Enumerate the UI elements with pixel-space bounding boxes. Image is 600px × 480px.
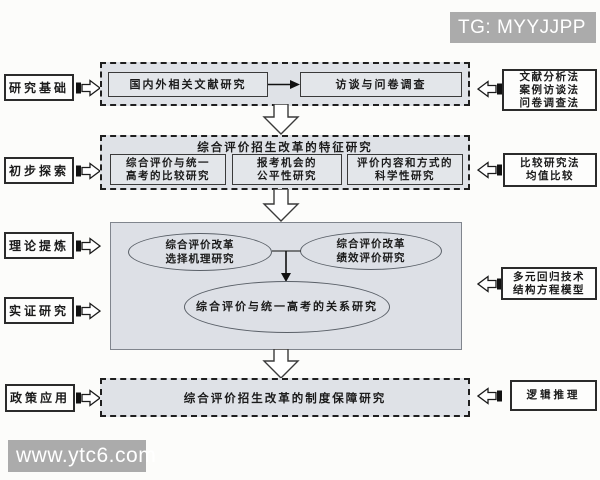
arrow-right-icon (76, 78, 101, 98)
stage-box-policy-application: 政策应用 (5, 384, 75, 412)
watermark-top: TG: MYYJJPP (450, 12, 596, 43)
stage-box-empirical-research: 实证研究 (4, 297, 74, 324)
arrow-down-icon (257, 349, 305, 379)
arrow-right-icon (76, 388, 101, 408)
ellipse-performance-research: 综合评价改革 绩效评价研究 (300, 232, 442, 270)
method-box-comparative-method: 比较研究法 均值比较 (503, 153, 597, 187)
stage-box-theory-refinement: 理论提炼 (4, 232, 74, 259)
panel-institution-research: 综合评价招生改革的制度保障研究 (100, 378, 470, 417)
arrow-left-icon (477, 79, 502, 99)
connector-down-arrow-icon (270, 244, 304, 284)
arrow-down-icon (257, 104, 305, 135)
watermark-bottom: www.ytc6.com (8, 440, 156, 472)
arrow-right-icon (76, 161, 101, 181)
panel-feature-title: 综合评价招生改革的特征研究 (197, 140, 373, 154)
ellipse-mechanism-research: 综合评价改革 选择机理研究 (128, 233, 272, 271)
arrow-down-icon (257, 189, 305, 222)
flow-box-comparison-study: 综合评价与统一 高考的比较研究 (110, 154, 226, 185)
stage-box-research-basis: 研究基础 (4, 74, 74, 101)
panel-institution-title: 综合评价招生改革的制度保障研究 (183, 390, 387, 405)
arrow-right-icon (76, 236, 101, 256)
flow-box-literature-review: 国内外相关文献研究 (108, 72, 268, 97)
method-box-regression-sem: 多元回归技术 结构方程模型 (501, 267, 597, 300)
arrow-right-solid-icon (268, 78, 300, 91)
method-box-logical-reasoning: 逻辑推理 (510, 380, 597, 411)
ellipse-relation-research: 综合评价与统一高考的关系研究 (184, 281, 390, 333)
arrow-left-icon (477, 160, 502, 180)
arrow-left-icon (477, 386, 502, 406)
flow-box-interview-survey: 访谈与问卷调查 (300, 72, 462, 97)
method-box-document-analysis: 文献分析法 案例访谈法 问卷调查法 (502, 69, 597, 111)
flow-box-scientific-study: 评价内容和方式的 科学性研究 (347, 154, 463, 185)
arrow-right-icon (76, 301, 101, 321)
stage-box-preliminary-exploration: 初步探索 (4, 157, 74, 184)
arrow-left-icon (477, 274, 502, 294)
flow-box-fairness-study: 报考机会的 公平性研究 (232, 154, 342, 185)
